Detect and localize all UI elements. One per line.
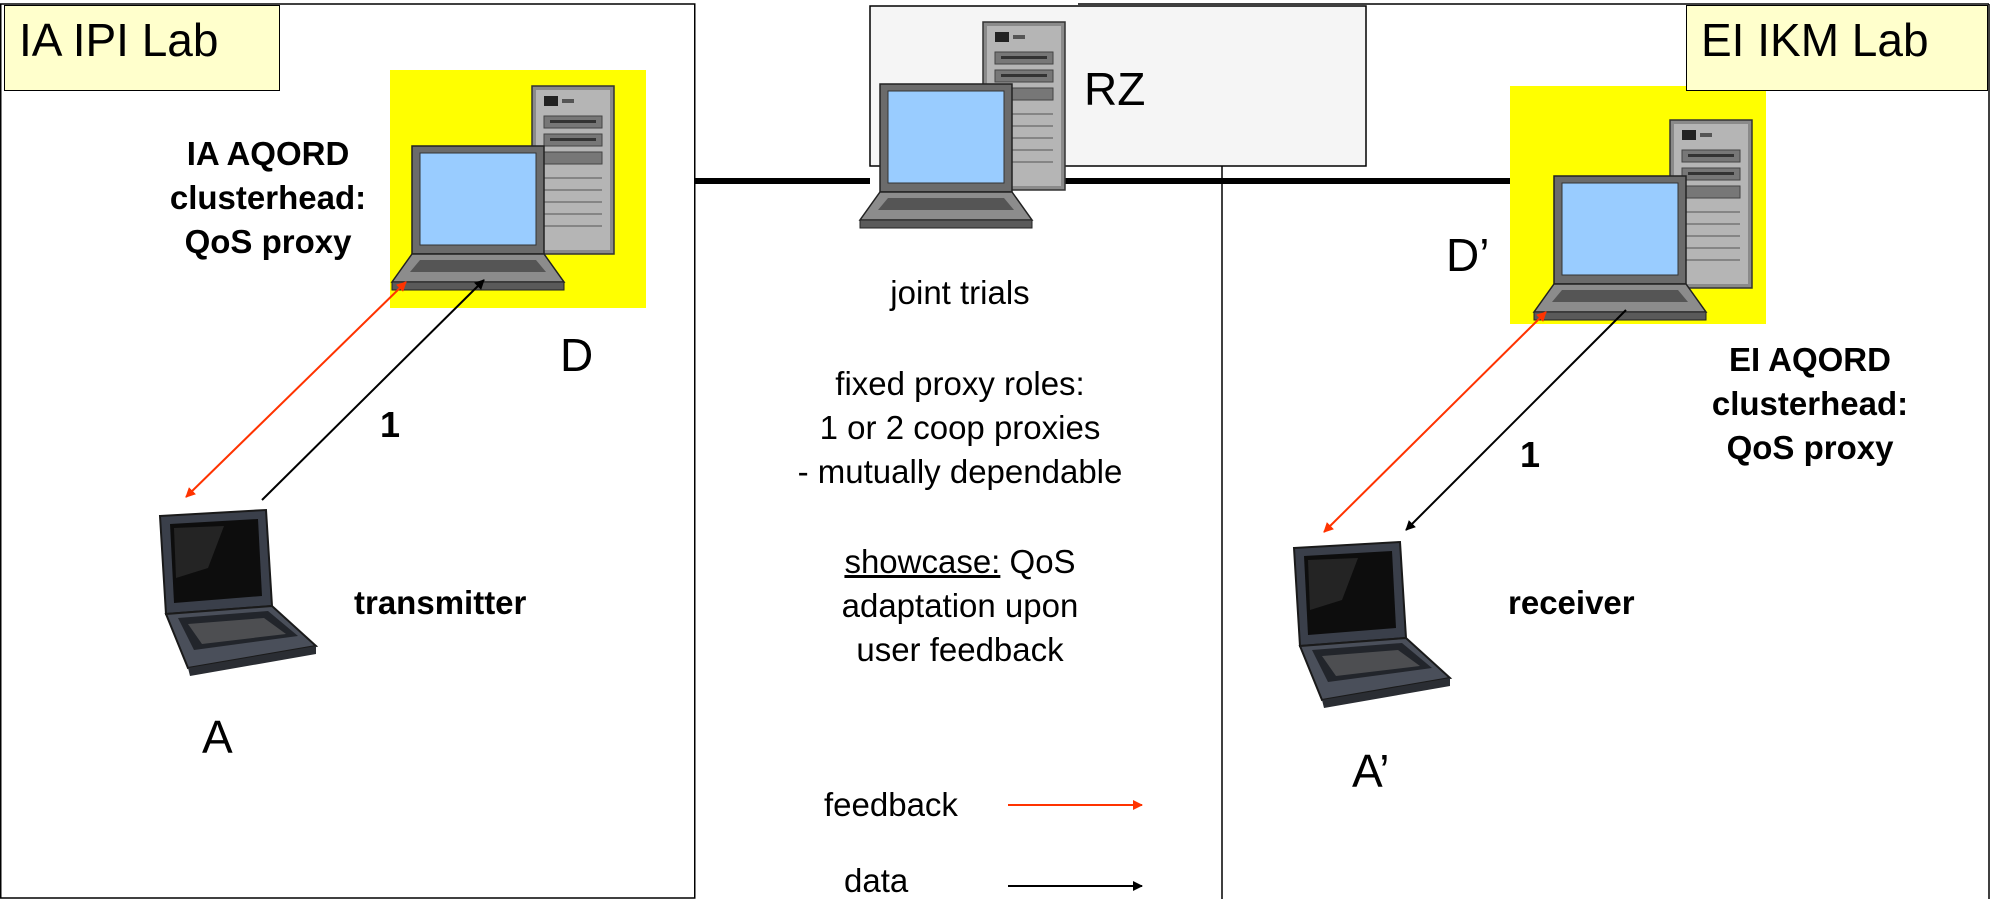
right-arrow-number: 1 [1520, 434, 1541, 475]
joint-trials-text: joint trials [890, 274, 1030, 311]
showcase-block: showcase: QoS adaptation upon user feedb… [700, 540, 1220, 672]
showcase-rest: QoS [1000, 543, 1076, 580]
receiver-laptop-icon [1281, 539, 1463, 716]
left-laptop-icon [391, 145, 565, 291]
left-lab-label: IA IPI Lab [4, 5, 280, 91]
left-feedback-arrow [185, 281, 407, 498]
fixed-roles-block: fixed proxy roles: 1 or 2 coop proxies -… [700, 362, 1220, 494]
right-clusterhead-label: EI AQORD clusterhead: QoS proxy [1711, 341, 1909, 466]
transmitter-label: transmitter [354, 584, 527, 621]
right-feedback-arrow [1323, 311, 1547, 533]
left-clusterhead-label: IA AQORD clusterhead: QoS proxy [169, 135, 367, 260]
right-node-d-label: D’ [1446, 229, 1490, 281]
legend-data-label: data [844, 862, 909, 899]
left-node-a-label: A [202, 711, 233, 763]
legend-feedback-label: feedback [824, 786, 958, 823]
right-node-a-label: A’ [1352, 745, 1390, 797]
left-arrow-number: 1 [380, 404, 401, 445]
showcase-word: showcase: [844, 543, 1001, 580]
left-data-arrow [261, 279, 485, 501]
rz-label: RZ [1084, 63, 1146, 115]
left-node-d-label: D [560, 329, 594, 381]
fixed-roles-line1: fixed proxy roles: [835, 365, 1085, 402]
fixed-roles-line3: - mutually dependable [797, 453, 1123, 490]
right-data-arrow [1405, 309, 1627, 531]
right-lab-label: EI IKM Lab [1686, 5, 1988, 91]
fixed-roles-line2: 1 or 2 coop proxies [819, 409, 1101, 446]
showcase-line1: showcase: QoS [700, 540, 1220, 584]
showcase-line3: user feedback [856, 631, 1064, 668]
rz-laptop-icon [859, 83, 1033, 229]
transmitter-laptop-icon [147, 507, 329, 684]
receiver-label: receiver [1508, 584, 1635, 621]
left-lab-frame [0, 3, 696, 899]
showcase-line2: adaptation upon [841, 587, 1079, 624]
right-laptop-icon [1533, 175, 1707, 321]
